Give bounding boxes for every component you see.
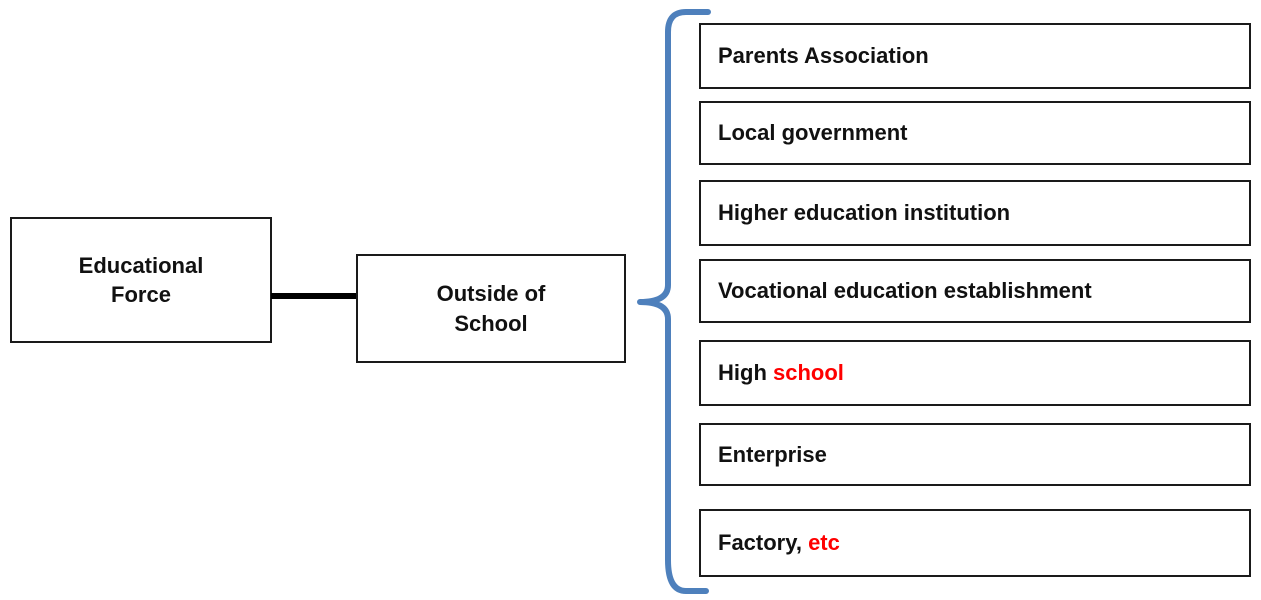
outside-of-school-label: Outside of School	[436, 281, 546, 336]
box-high-school: High school	[699, 340, 1251, 406]
box-enterprise: Enterprise	[699, 423, 1251, 486]
box-parents-association: Parents Association	[699, 23, 1251, 89]
box-high-school-label: High	[718, 360, 773, 385]
box-parents-association-label: Parents Association	[718, 43, 929, 68]
box-vocational-education-establishment-label: Vocational education establishment	[718, 278, 1092, 303]
box-high-school-red-label: school	[773, 360, 844, 385]
box-higher-education-institution-label: Higher education institution	[718, 200, 1011, 225]
box-factory-etc: Factory, etc	[699, 509, 1251, 577]
connector-line	[271, 293, 357, 299]
box-higher-education-institution: Higher education institution	[699, 180, 1251, 246]
educational-force-box: Educational Force	[10, 217, 272, 343]
box-factory-etc-red-label: etc	[808, 530, 840, 555]
box-vocational-education-establishment: Vocational education establishment	[699, 259, 1251, 323]
box-factory-etc-label: Factory,	[718, 530, 809, 555]
outside-of-school-box: Outside of School	[356, 254, 626, 363]
box-enterprise-label: Enterprise	[718, 441, 827, 467]
curly-brace-path	[637, 9, 711, 594]
box-local-government-label: Local government	[718, 120, 908, 145]
educational-force-label: Educational Force	[78, 252, 204, 307]
box-local-government: Local government	[699, 101, 1251, 165]
